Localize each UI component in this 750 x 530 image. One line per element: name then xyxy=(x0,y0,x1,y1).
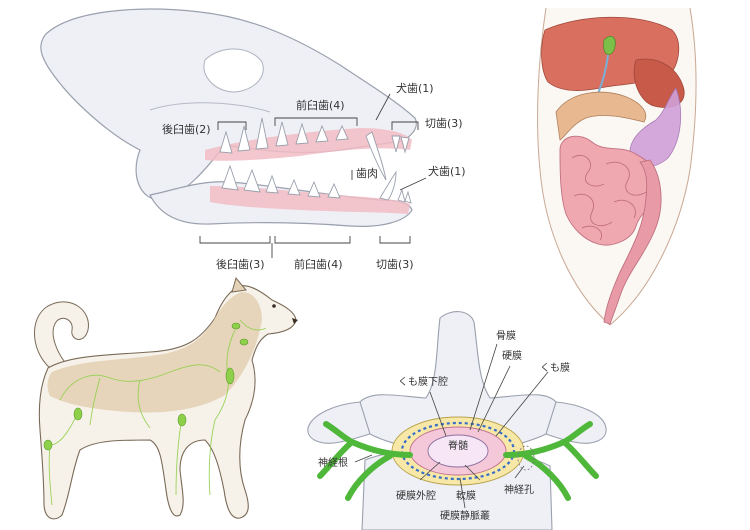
label-periosteum: 骨膜 xyxy=(496,331,516,342)
label-spinal-cord: 脊髄 xyxy=(448,441,468,452)
dog-eye xyxy=(272,304,276,308)
label-dura-mater: 硬膜 xyxy=(502,351,522,362)
label-lower-canine: 犬歯(1) xyxy=(428,165,466,178)
nerve-root-left xyxy=(317,421,413,501)
label-upper-canine: 犬歯(1) xyxy=(396,82,434,95)
label-lower-molar: 後臼歯(3) xyxy=(216,258,265,271)
dog-ear xyxy=(231,276,247,293)
bracket-upper-incisor xyxy=(391,121,419,130)
bracket-upper-molar xyxy=(217,121,247,130)
label-pia-mater: 軟膜 xyxy=(456,491,476,502)
leader-lower-canine xyxy=(399,177,427,191)
spine-cross-section xyxy=(307,311,607,530)
transverse-process-left xyxy=(307,401,371,444)
skull-zygomatic-arch xyxy=(149,102,271,113)
bracket-upper-premolar xyxy=(274,117,358,126)
label-upper-molar: 後臼歯(2) xyxy=(162,123,211,136)
spinal-cord xyxy=(427,434,489,468)
lymph-node-prescapular xyxy=(225,367,235,385)
lower-teeth xyxy=(221,164,412,204)
label-epidural-venous-plexus: 硬膜静脈叢 xyxy=(440,511,490,522)
lower-gum xyxy=(210,186,410,214)
lymph-nodes xyxy=(43,322,249,451)
bracket-lower-molar xyxy=(199,236,271,244)
label-upper-premolar: 前臼歯(4) xyxy=(296,99,345,112)
abdomen xyxy=(537,7,697,326)
transverse-process-right xyxy=(545,401,607,444)
lymph-node-submandibular xyxy=(231,322,241,330)
upper-teeth xyxy=(219,117,410,181)
label-gum: 歯肉 xyxy=(356,167,378,180)
dog-body xyxy=(34,276,298,520)
skull-brackets xyxy=(199,93,427,258)
leader-upper-canine xyxy=(375,93,391,121)
spine-leaders xyxy=(354,343,549,509)
label-lower-premolar: 前臼歯(4) xyxy=(294,258,343,271)
bracket-lower-incisor xyxy=(379,236,411,244)
venous-plexus-ring xyxy=(400,421,516,481)
label-epidural-space: 硬膜外腔 xyxy=(396,491,436,502)
dog-tail xyxy=(34,301,89,373)
duodenum xyxy=(555,91,647,141)
skull-eye-socket xyxy=(203,48,264,93)
dog-skull xyxy=(40,8,417,227)
label-nerve-root: 神経根 xyxy=(318,458,348,469)
dog-fur-back xyxy=(47,292,262,413)
gallbladder xyxy=(603,36,616,55)
bracket-lower-premolar xyxy=(274,236,351,244)
label-upper-incisor: 切歯(3) xyxy=(425,117,463,130)
lymph-node-axillary xyxy=(177,413,187,427)
label-foramen: 神経孔 xyxy=(504,485,534,496)
label-subarachnoid-space: くも膜下腔 xyxy=(398,377,448,388)
neural-foramen xyxy=(517,445,535,471)
lymph-node-neck xyxy=(239,338,249,346)
dog-nose xyxy=(292,318,298,324)
lymph-node-popliteal xyxy=(43,439,53,451)
intestine-loops xyxy=(571,154,647,241)
upper-gum xyxy=(205,128,412,161)
label-arachnoid: くも膜 xyxy=(540,363,570,374)
label-lower-incisor: 切歯(3) xyxy=(376,258,414,271)
lymph-node-inguinal xyxy=(73,407,83,421)
colon xyxy=(603,159,662,325)
nerve-root-right xyxy=(503,421,599,501)
